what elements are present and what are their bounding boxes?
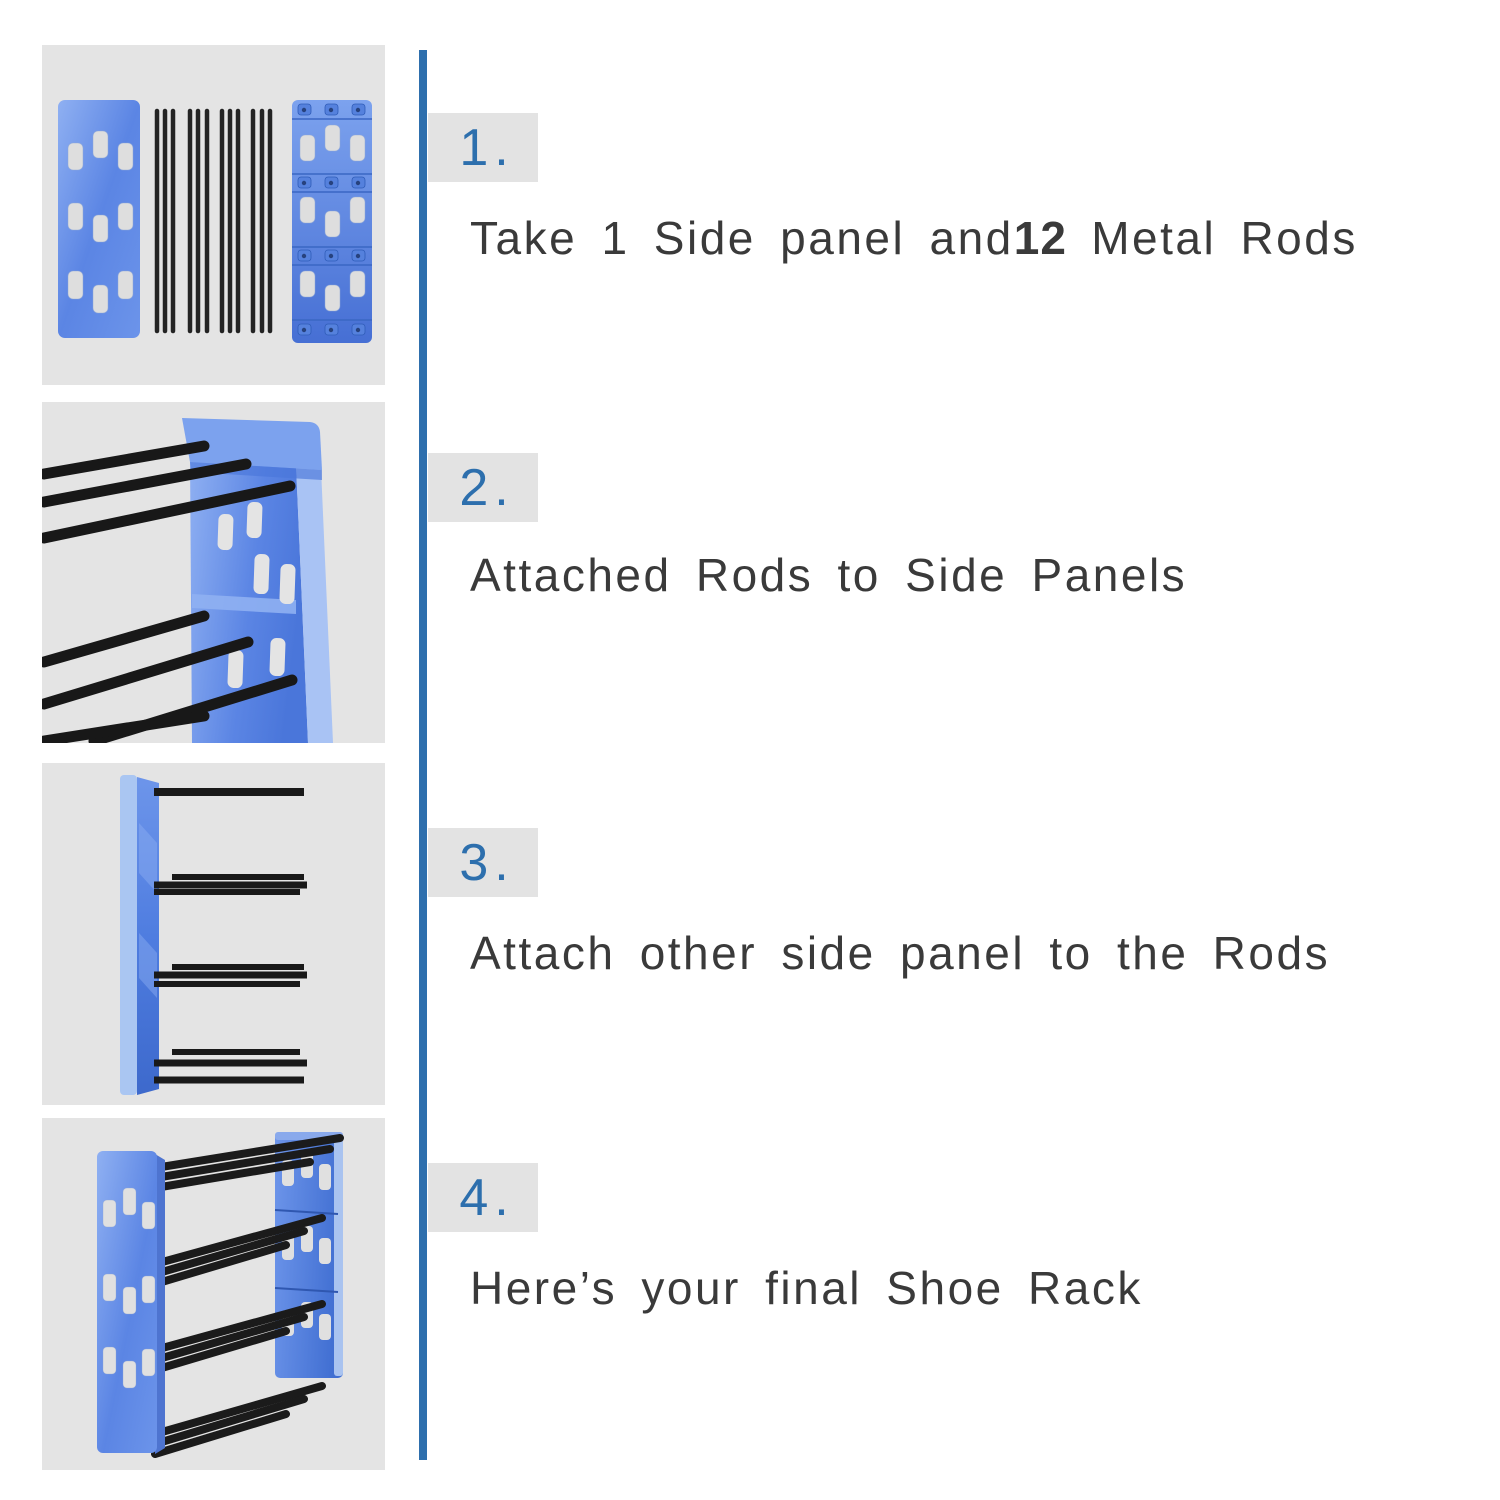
side-panel-closeup xyxy=(182,418,333,743)
step-4-badge: 4. xyxy=(428,1163,538,1232)
step-2-instruction: Attached Rods to Side Panels xyxy=(470,548,1187,602)
step-2-badge: 2. xyxy=(428,453,538,522)
step-2-text: Attached Rods to Side Panels xyxy=(470,549,1188,601)
step-1-badge: 1. xyxy=(428,113,538,182)
side-view-illustration xyxy=(120,775,307,1095)
step-1-text-after: Metal Rods xyxy=(1066,212,1358,264)
step-1-highlight: 12 xyxy=(1013,212,1067,264)
right-side-panel xyxy=(292,100,372,343)
step-4-image xyxy=(42,1118,385,1470)
panel-edge xyxy=(120,775,159,1095)
metal-rods xyxy=(154,108,273,334)
horizontal-rods xyxy=(154,788,307,1084)
step-4-instruction: Here’s your final Shoe Rack xyxy=(470,1261,1143,1315)
step-1-image xyxy=(42,45,385,385)
step-3-badge: 3. xyxy=(428,828,538,897)
step-3-text: Attach other side panel to the Rods xyxy=(470,927,1331,979)
vertical-divider xyxy=(419,50,427,1460)
step-2-image xyxy=(42,402,385,743)
attached-rods xyxy=(42,440,298,743)
step-1-text: Take 1 Side panel and xyxy=(470,212,1014,264)
step-4-number: 4. xyxy=(459,1168,515,1227)
shelf-rods xyxy=(151,1134,344,1458)
left-side-panel xyxy=(97,1151,165,1454)
left-side-panel xyxy=(58,100,140,338)
step-3-instruction: Attach other side panel to the Rods xyxy=(470,926,1330,980)
assembled-rack-illustration xyxy=(97,1132,344,1458)
rods-attached-closeup-illustration xyxy=(42,418,333,743)
step-2-number: 2. xyxy=(459,458,515,517)
parts-layout-illustration xyxy=(58,100,372,343)
step-4-text: Here’s your final Shoe Rack xyxy=(470,1262,1143,1314)
step-3-image xyxy=(42,763,385,1105)
step-1-number: 1. xyxy=(459,118,515,177)
step-3-number: 3. xyxy=(459,833,515,892)
step-1-instruction: Take 1 Side panel and12 Metal Rods xyxy=(470,211,1358,265)
